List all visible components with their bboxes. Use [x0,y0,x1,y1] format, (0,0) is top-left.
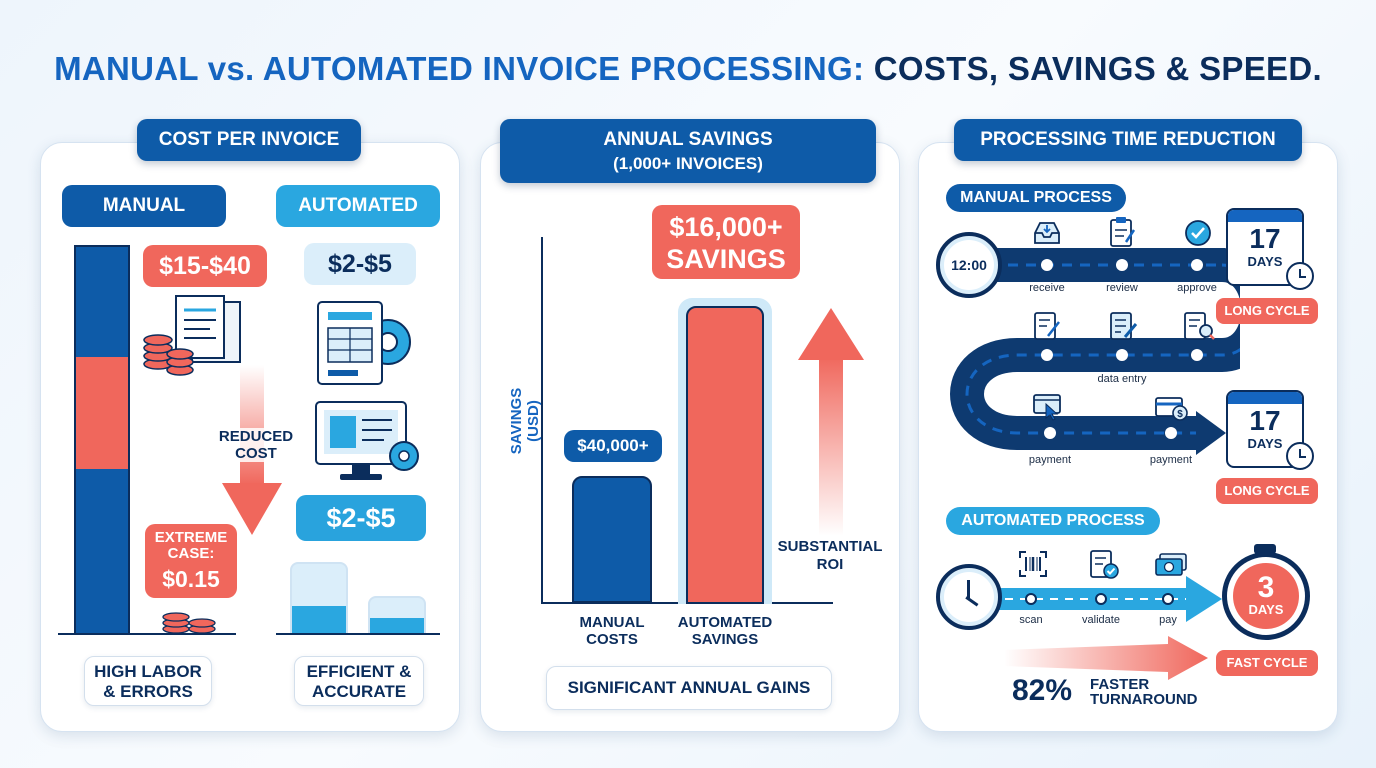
annual-savings-footer: SIGNIFICANT ANNUAL GAINS [546,666,832,710]
roi-label: SUBSTANTIAL ROI [777,538,883,573]
processing-time-header: PROCESSING TIME REDUCTION [954,119,1302,161]
manual-clock-time: 12:00 [951,257,987,273]
manual-baseline [58,633,236,635]
step-dot-pay [1162,593,1174,605]
step-dot-receive [1041,259,1053,271]
step-dot-data-entry-2 [1116,349,1128,361]
step-label-receive: receive [1029,282,1065,294]
manual-process-label: MANUAL PROCESS [946,184,1126,212]
days-label-2: DAYS [1247,436,1283,451]
automated-savings-value-line-1: $16,000+ [669,212,783,242]
document-pen-icon [1110,312,1138,340]
svg-text:$: $ [1177,409,1183,420]
manual-clock-icon: 12:00 [936,232,1002,298]
annual-savings-header: ANNUAL SAVINGS (1,000+ INVOICES) [500,119,876,183]
extreme-case-label: EXTREME CASE: [154,529,228,562]
fast-cycle-badge: FAST CYCLE [1216,650,1318,676]
automated-savings-value: $16,000+ SAVINGS [652,205,800,279]
step-dot-payment-1 [1044,427,1056,439]
title-part-2: COSTS, SAVINGS & SPEED. [873,50,1322,87]
payment-click-icon [1033,394,1061,421]
manual-footer: HIGH LABOR & ERRORS [84,656,212,706]
step-label-approve: approve [1177,282,1217,294]
documents-coins-icon [143,295,241,376]
manual-days-1: 17 [1249,223,1281,254]
annual-savings-header-line-2: (1,000+ INVOICES) [613,154,763,173]
step-dot-payment-2 [1165,427,1177,439]
annual-savings-header-line-1: ANNUAL SAVINGS [603,129,773,150]
manual-process-road [950,248,1240,455]
step-label-scan: scan [1019,614,1043,626]
document-search-icon [1184,312,1215,340]
money-icon [1155,553,1187,576]
automated-days-label: DAYS [1248,602,1284,617]
checkmark-icon [1185,220,1211,246]
payment-card-icon: $ [1155,397,1188,421]
faster-percent: 82% [1012,674,1073,707]
step-dot-data-entry-3 [1191,349,1203,361]
automated-footer: EFFICIENT & ACCURATE [294,656,424,706]
manual-cost-bar-highlight [76,357,128,469]
automated-savings-value-line-2: SAVINGS [666,244,786,274]
manual-label: MANUAL [62,185,226,227]
reduced-cost-arrow-icon [222,365,282,535]
long-cycle-badge-1: LONG CYCLE [1216,298,1318,324]
page-title: MANUAL vs. AUTOMATED INVOICE PROCESSING:… [0,50,1376,88]
coin-stack-icon [162,612,216,634]
roi-up-arrow-icon [798,308,864,536]
document-edit-icon [1034,312,1060,340]
step-label-payment-2: payment [1149,454,1193,466]
faster-turnaround-label: FASTER TURNAROUND [1090,676,1198,708]
clock-badge-icon-1 [1286,262,1314,290]
y-axis-label: SAVINGS (USD) [508,387,542,455]
automated-clock-icon [936,564,1002,630]
monitor-gear-icon [315,401,419,480]
automated-label: AUTOMATED [276,185,440,227]
calendar-icon-1: 17 DAYS [1226,208,1304,286]
automated-baseline [276,633,440,635]
step-label-pay: pay [1159,614,1177,626]
automated-days: 3 [1257,571,1275,604]
automated-cost-bubble-top: $2-$5 [304,243,416,285]
manual-costs-bar [572,476,652,603]
stopwatch-crown-icon [1254,544,1276,554]
extreme-case-value: $0.15 [162,566,220,592]
stopwatch-icon: 3 DAYS [1222,552,1310,640]
title-part-1: MANUAL vs. AUTOMATED INVOICE PROCESSING: [54,50,865,87]
step-dot-review [1116,259,1128,271]
manual-costs-value: $40,000+ [564,430,662,462]
long-cycle-badge-2: LONG CYCLE [1216,478,1318,504]
manual-days-2: 17 [1249,405,1281,436]
automated-savings-bar [686,306,764,604]
barcode-scan-icon [1019,551,1047,577]
days-label-1: DAYS [1247,254,1283,269]
step-dot-scan [1025,593,1037,605]
speed-arrow-icon [1004,636,1208,680]
step-label-validate: validate [1082,614,1120,626]
step-dot-data-entry-1 [1041,349,1053,361]
automated-process-road [990,576,1222,622]
automated-process-label: AUTOMATED PROCESS [946,507,1160,535]
inbox-icon [1034,222,1060,244]
step-label-data-entry: data entry [1097,373,1147,385]
automated-cost-bubble-mid: $2-$5 [296,495,426,541]
step-dot-approve [1191,259,1203,271]
automated-savings-bar-label: AUTOMATED SAVINGS [677,614,773,648]
reduced-cost-label: REDUCED COST [208,428,304,462]
clipboard-icon [1110,217,1136,247]
y-axis [541,237,543,604]
step-label-payment-1: payment [1028,454,1072,466]
step-dot-validate [1095,593,1107,605]
automated-bar-1-fill [292,606,346,634]
automated-bar-2-fill [370,618,424,634]
clock-badge-icon-2 [1286,442,1314,470]
cost-per-invoice-header: COST PER INVOICE [137,119,361,161]
document-validate-icon [1090,550,1119,579]
manual-costs-bar-label: MANUAL COSTS [579,614,645,648]
manual-cost-bubble: $15-$40 [143,245,267,287]
step-label-review: review [1106,282,1138,294]
invoice-gear-icon [317,301,411,385]
extreme-case-bubble: EXTREME CASE: $0.15 [145,524,237,598]
